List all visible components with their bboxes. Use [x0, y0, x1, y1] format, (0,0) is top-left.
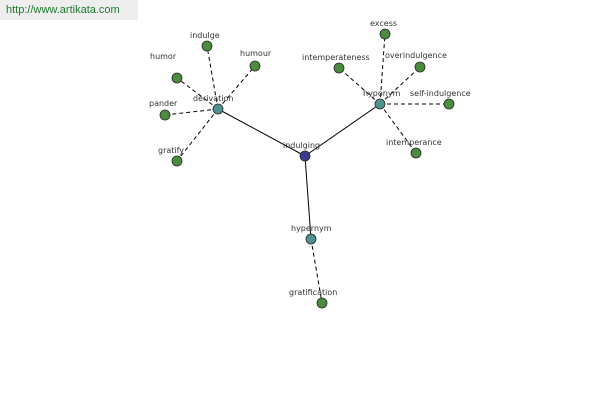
word-node-gratification[interactable] [316, 297, 328, 309]
word-node-humor[interactable] [171, 72, 183, 84]
edge-hyponym-intemperance [379, 103, 417, 154]
edge-hyponym-overindulgence [379, 66, 421, 105]
word-node-indulge[interactable] [201, 40, 213, 52]
word-label-intemperance[interactable]: intemperance [386, 138, 442, 147]
word-node-overindulgence[interactable] [414, 61, 426, 73]
word-node-self-indulgence[interactable] [443, 98, 455, 110]
edge-derivation-indulge [206, 45, 219, 110]
source-link[interactable]: http://www.artikata.com [0, 0, 138, 20]
edge-derivation-humour [217, 65, 256, 110]
edge-derivation-pander [164, 108, 219, 116]
relation-label-derivation[interactable]: derivation [193, 94, 233, 103]
edge-hyponym-excess [379, 33, 386, 105]
edge-hypernym [304, 155, 312, 240]
edge-hypernym-gratification [310, 238, 323, 304]
word-label-humour[interactable]: humour [240, 49, 272, 58]
word-label-self-indulgence[interactable]: self-indulgence [410, 89, 471, 98]
relation-node-derivation[interactable] [212, 103, 224, 115]
word-label-indulge[interactable]: indulge [190, 31, 220, 40]
word-node-humour[interactable] [249, 60, 261, 72]
word-node-pander[interactable] [159, 109, 171, 121]
relation-node-hypernym[interactable] [305, 233, 317, 245]
center-label[interactable]: indulging [283, 141, 320, 150]
word-label-gratification[interactable]: gratification [289, 288, 337, 297]
word-label-overindulgence[interactable]: overindulgence [385, 51, 447, 60]
edge-derivation [217, 108, 306, 157]
edge-hyponym [304, 103, 381, 157]
relation-label-hyponym[interactable]: hyponym [363, 89, 401, 98]
word-label-intemperateness[interactable]: intemperateness [302, 53, 370, 62]
word-label-pander[interactable]: pander [149, 99, 178, 108]
edge-hyponym-intemperateness [338, 67, 381, 105]
word-node-intemperateness[interactable] [333, 62, 345, 74]
edge-derivation-humor [176, 77, 219, 110]
relation-node-hyponym[interactable] [374, 98, 386, 110]
relation-label-hypernym[interactable]: hypernym [291, 224, 332, 233]
word-label-humor[interactable]: humor [150, 52, 177, 61]
word-label-gratify[interactable]: gratify [158, 146, 184, 155]
word-node-gratify[interactable] [171, 155, 183, 167]
word-node-intemperance[interactable] [410, 147, 422, 159]
word-label-excess[interactable]: excess [370, 19, 397, 28]
center-node[interactable] [299, 150, 311, 162]
word-node-excess[interactable] [379, 28, 391, 40]
